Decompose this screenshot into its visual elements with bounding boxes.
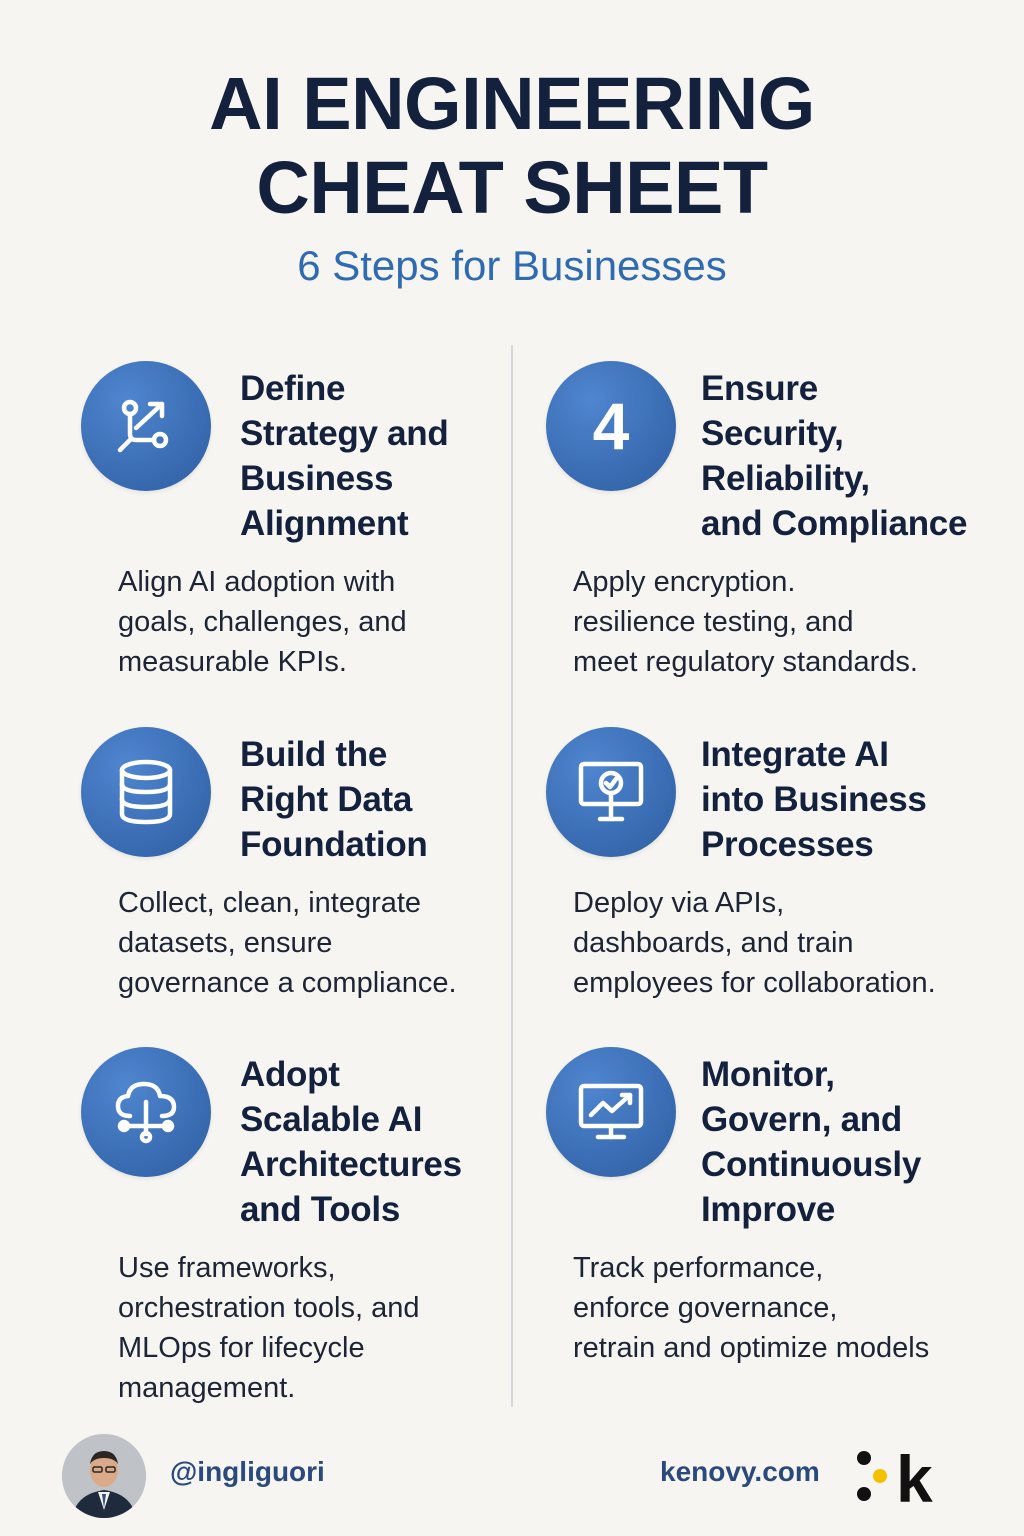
website-link[interactable]: kenovy.com — [660, 1456, 820, 1487]
step-4-circle: 4 — [546, 361, 676, 491]
kenovy-logo: k — [857, 1446, 933, 1506]
step-1-description: Align AI adoption with goals, challenges… — [118, 566, 407, 678]
page-subtitle: 6 Steps for Businesses — [297, 242, 727, 289]
step-3-title: Adopt Scalable AI Architectures and Tool… — [240, 1055, 462, 1229]
step-1-circle — [81, 361, 211, 491]
title-line-1: AI ENGINEERING — [209, 62, 815, 145]
step-5-description: Deploy via APIs, dashboards, and train e… — [573, 887, 936, 999]
step-2-circle — [81, 727, 211, 857]
step-number: 4 — [592, 389, 630, 463]
step-3-description: Use frameworks, orchestration tools, and… — [118, 1252, 420, 1404]
step-2-title: Build the Right Data Foundation — [240, 735, 428, 864]
step-4-description: Apply encryption. resilience testing, an… — [573, 566, 918, 678]
step-3-circle — [81, 1047, 211, 1177]
step-4-title: Ensure Security, Reliability, and Compli… — [701, 369, 968, 543]
strategy-arrows-icon — [117, 399, 169, 453]
step-1-title: Define Strategy and Business Alignment — [240, 369, 449, 543]
author-photo — [62, 1434, 146, 1518]
step-6-title: Monitor, Govern, and Continuously Improv… — [701, 1055, 921, 1229]
database-icon — [119, 759, 173, 825]
avatar — [62, 1434, 146, 1518]
step-5-circle — [546, 727, 676, 857]
column-divider — [511, 345, 513, 1407]
step-2-description: Collect, clean, integrate datasets, ensu… — [118, 887, 457, 999]
title-line-2: CHEAT SHEET — [256, 146, 768, 229]
step-6-circle — [546, 1047, 676, 1177]
step-6-description: Track performance, enforce governance, r… — [573, 1252, 930, 1364]
logo-letter: k — [896, 1446, 933, 1506]
monitor-check-icon — [578, 761, 644, 822]
monitor-chart-icon — [578, 1083, 644, 1140]
step-5-title: Integrate AI into Business Processes — [701, 735, 927, 864]
cloud-network-icon — [115, 1081, 177, 1144]
page-title: AI ENGINEERING CHEAT SHEET — [0, 66, 1024, 226]
author-handle[interactable]: @ingliguori — [170, 1456, 325, 1487]
